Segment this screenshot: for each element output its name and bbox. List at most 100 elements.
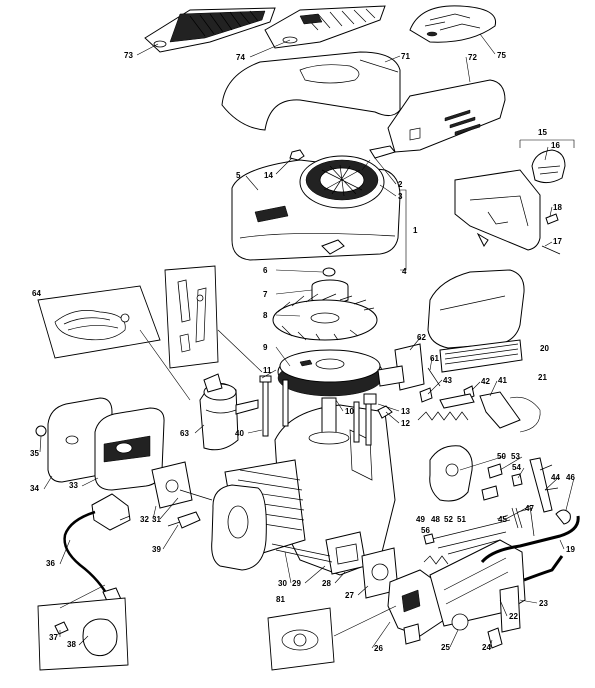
callout-19: 19 xyxy=(566,545,575,554)
leader-line xyxy=(275,157,293,175)
leader-line xyxy=(459,455,506,471)
callout-36: 36 xyxy=(46,559,55,568)
callout-54: 54 xyxy=(512,463,521,472)
leader-line xyxy=(43,475,53,490)
leader-lines xyxy=(39,33,575,649)
part-15-fuel-tank xyxy=(454,169,541,251)
callout-43: 43 xyxy=(443,376,452,385)
callout-42: 42 xyxy=(481,377,490,386)
leader-line xyxy=(304,565,326,584)
leader-line xyxy=(39,435,42,453)
leader-line xyxy=(489,380,498,397)
callout-30: 30 xyxy=(278,579,287,588)
leader-line xyxy=(565,477,575,511)
callout-61: 61 xyxy=(430,354,439,363)
part-6-starter-cup xyxy=(321,239,345,277)
part-10-13-12-fasteners xyxy=(363,393,393,419)
part-20-air-filter-cover xyxy=(427,269,525,349)
part-17-fuel-line xyxy=(541,245,561,255)
callout-56: 56 xyxy=(421,526,430,535)
callout-11: 11 xyxy=(263,366,272,375)
inset-box-starter-parts xyxy=(164,265,263,373)
part-14-nut xyxy=(289,149,305,161)
callout-6: 6 xyxy=(263,266,268,275)
part-41-throttle-bracket xyxy=(479,391,541,433)
part-7-flywheel-cup xyxy=(311,279,349,305)
callout-16: 16 xyxy=(551,141,560,150)
leader-line xyxy=(449,629,459,648)
callout-53: 53 xyxy=(511,452,520,461)
leader-line xyxy=(81,477,99,487)
callout-73: 73 xyxy=(124,51,133,60)
callout-74: 74 xyxy=(236,53,245,62)
callout-37: 37 xyxy=(49,633,58,642)
leader-line xyxy=(499,599,508,617)
callout-62: 62 xyxy=(417,333,426,342)
callout-29: 29 xyxy=(292,579,301,588)
leader-line xyxy=(59,539,71,565)
leader-line xyxy=(544,241,553,247)
callout-23: 23 xyxy=(539,599,548,608)
leader-line xyxy=(284,551,292,584)
part-19-bail-handle xyxy=(480,515,580,582)
callout-9: 9 xyxy=(263,343,268,352)
part-74-middle-grille-cover xyxy=(264,5,386,49)
leader-line xyxy=(517,467,525,479)
callout-71: 71 xyxy=(401,52,410,61)
part-71-engine-shroud xyxy=(221,51,401,131)
callout-26: 26 xyxy=(374,644,383,653)
callout-49: 49 xyxy=(416,515,425,524)
part-39-spark-plug xyxy=(167,511,201,529)
leader-line xyxy=(374,157,397,185)
governor-linkage-spring xyxy=(417,393,475,421)
callout-labels: 73 74 75 71 72 15 16 14 5 2 3 1 18 17 6 … xyxy=(30,51,575,653)
leader-line xyxy=(357,585,369,596)
callout-5: 5 xyxy=(236,171,241,180)
leader-line xyxy=(247,429,263,434)
callout-3: 3 xyxy=(398,192,403,201)
callout-12: 12 xyxy=(401,419,410,428)
leader-line xyxy=(549,206,553,217)
leader-line xyxy=(275,269,323,273)
part-36-ignition-coil xyxy=(63,493,131,613)
part-50-governor-arm xyxy=(429,445,473,502)
leader-line xyxy=(275,289,313,295)
callout-13: 13 xyxy=(401,407,410,416)
part-25-22-23-intake-tube xyxy=(429,539,526,649)
leader-line xyxy=(471,381,481,391)
leader-line xyxy=(379,184,397,197)
leader-line xyxy=(245,175,259,191)
part-75-oval-cover xyxy=(409,5,497,43)
callout-10: 10 xyxy=(345,407,354,416)
callout-4: 4 xyxy=(402,267,407,276)
callout-8: 8 xyxy=(263,311,268,320)
leader-line xyxy=(427,379,443,395)
part-49-48-51-52-rods xyxy=(423,519,511,555)
part-44-45-46-47-linkage xyxy=(503,457,571,537)
engine-block xyxy=(274,397,396,576)
part-64-inset-box xyxy=(37,285,191,401)
part-9-flywheel xyxy=(277,349,383,397)
callout-38: 38 xyxy=(67,640,76,649)
callout-32: 32 xyxy=(140,515,149,524)
callout-72: 72 xyxy=(468,53,477,62)
callout-63: 63 xyxy=(180,429,189,438)
callout-22: 22 xyxy=(509,612,518,621)
part-56-spring xyxy=(423,555,449,565)
leader-line xyxy=(519,599,538,604)
callout-31: 31 xyxy=(152,515,161,524)
callout-51: 51 xyxy=(457,515,466,524)
leader-line xyxy=(275,346,291,367)
callout-21: 21 xyxy=(538,373,547,382)
callout-64: 64 xyxy=(32,289,41,298)
leader-line xyxy=(559,539,565,550)
leader-line xyxy=(517,507,534,513)
callout-52: 52 xyxy=(444,515,453,524)
callout-25: 25 xyxy=(441,643,450,652)
leader-line xyxy=(496,514,509,520)
part-53-54-washers xyxy=(481,463,523,501)
part-21-filter-element xyxy=(439,339,523,373)
callout-18: 18 xyxy=(553,203,562,212)
callout-35: 35 xyxy=(30,449,39,458)
